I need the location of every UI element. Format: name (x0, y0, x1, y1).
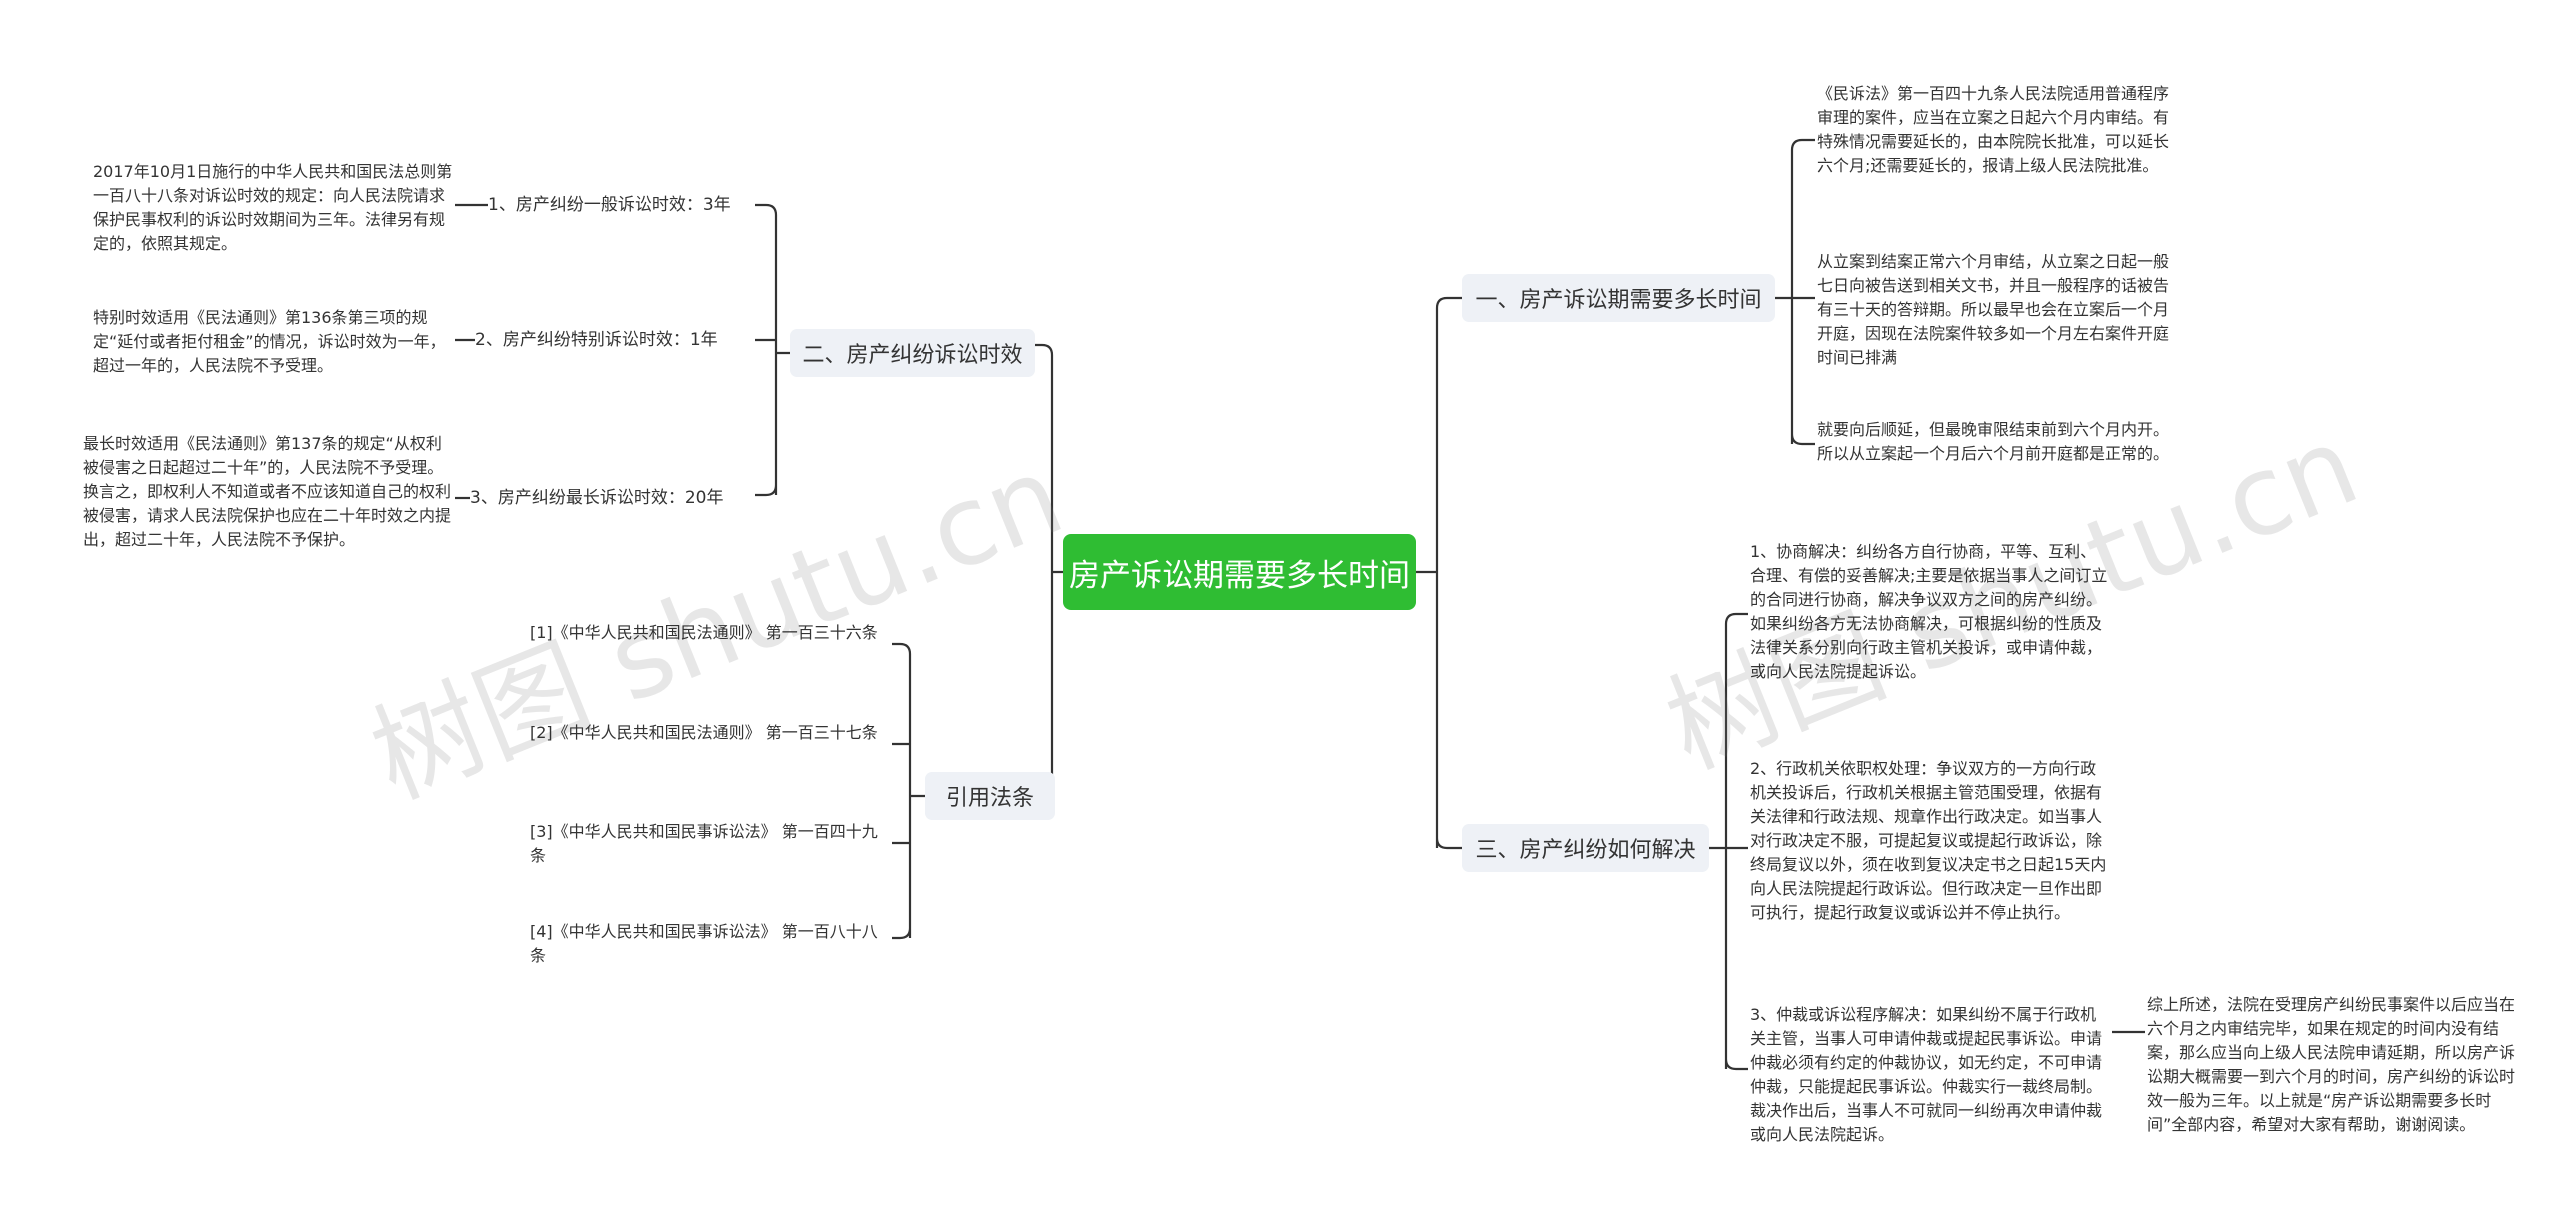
sub-longest-limitation[interactable]: 3、房产纠纷最长诉讼时效：20年 (470, 488, 724, 508)
leaf-special-limitation-detail: 特别时效适用《民法通则》第136条第三项的规定“延付或者拒付租金”的情况，诉讼时… (93, 308, 446, 375)
edge-branch2-children (755, 203, 790, 497)
edge-branch1-children (1775, 138, 1815, 446)
ref-item-1[interactable]: [1]《中华人民共和国民法通则》 第一百三十六条 (530, 623, 878, 642)
edge-root-left (1030, 343, 1063, 808)
edge-branch3-children (1709, 612, 1748, 1071)
leaf-administrative: 2、行政机关依职权处理：争议双方的一方向行政机关投诉后，行政机关根据主管范围受理… (1750, 759, 2107, 922)
leaf-general-limitation-detail: 2017年10月1日施行的中华人民共和国民法总则第一百八十八条对诉讼时效的规定：… (93, 162, 453, 253)
edge-refs-children (892, 642, 925, 940)
leaf-longest-limitation-detail: 最长时效适用《民法通则》第137条的规定“从权利被侵害之日起超过二十年”的，人民… (83, 434, 452, 549)
branch-litigation-limitation[interactable]: 二、房产纠纷诉讼时效 (790, 329, 1035, 377)
ref-item-3[interactable]: [3]《中华人民共和国民事诉讼法》 第一百四十九条 (530, 822, 878, 865)
leaf-arbitration-litigation: 3、仲裁或诉讼程序解决：如果纠纷不属于行政机关主管，当事人可申请仲裁或提起民事诉… (1750, 1005, 2103, 1144)
leaf-normal-six-months: 从立案到结案正常六个月审结，从立案之日起一般七日向被告送到相关文书，并且一般程序… (1817, 252, 2170, 367)
sub-general-limitation[interactable]: 1、房产纠纷一般诉讼时效：3年 (488, 195, 731, 215)
leaf-negotiation: 1、协商解决：纠纷各方自行协商，平等、互利、合理、有偿的妥善解决;主要是依据当事… (1750, 542, 2108, 681)
ref-item-2[interactable]: [2]《中华人民共和国民法通则》 第一百三十七条 (530, 723, 878, 742)
leaf-summary: 综上所述，法院在受理房产纠纷民事案件以后应当在六个月之内审结完毕，如果在规定的时… (2147, 995, 2516, 1134)
root-node[interactable]: 房产诉讼期需要多长时间 (1063, 534, 1416, 610)
edge-root-right (1416, 296, 1462, 850)
branch-litigation-duration[interactable]: 一、房产诉讼期需要多长时间 (1462, 274, 1775, 322)
ref-item-4[interactable]: [4]《中华人民共和国民事诉讼法》 第一百八十八条 (530, 922, 878, 965)
branch-cited-laws[interactable]: 引用法条 (925, 772, 1055, 820)
branch-dispute-resolution[interactable]: 三、房产纠纷如何解决 (1462, 824, 1709, 872)
leaf-postpone-hearing: 就要向后顺延，但最晚审限结束前到六个月内开。所以从立案起一个月后六个月前开庭都是… (1817, 420, 2170, 463)
sub-special-limitation[interactable]: 2、房产纠纷特别诉讼时效：1年 (475, 330, 718, 350)
leaf-civil-procedure-149: 《民诉法》第一百四十九条人民法院适用普通程序审理的案件，应当在立案之日起六个月内… (1817, 84, 2170, 175)
